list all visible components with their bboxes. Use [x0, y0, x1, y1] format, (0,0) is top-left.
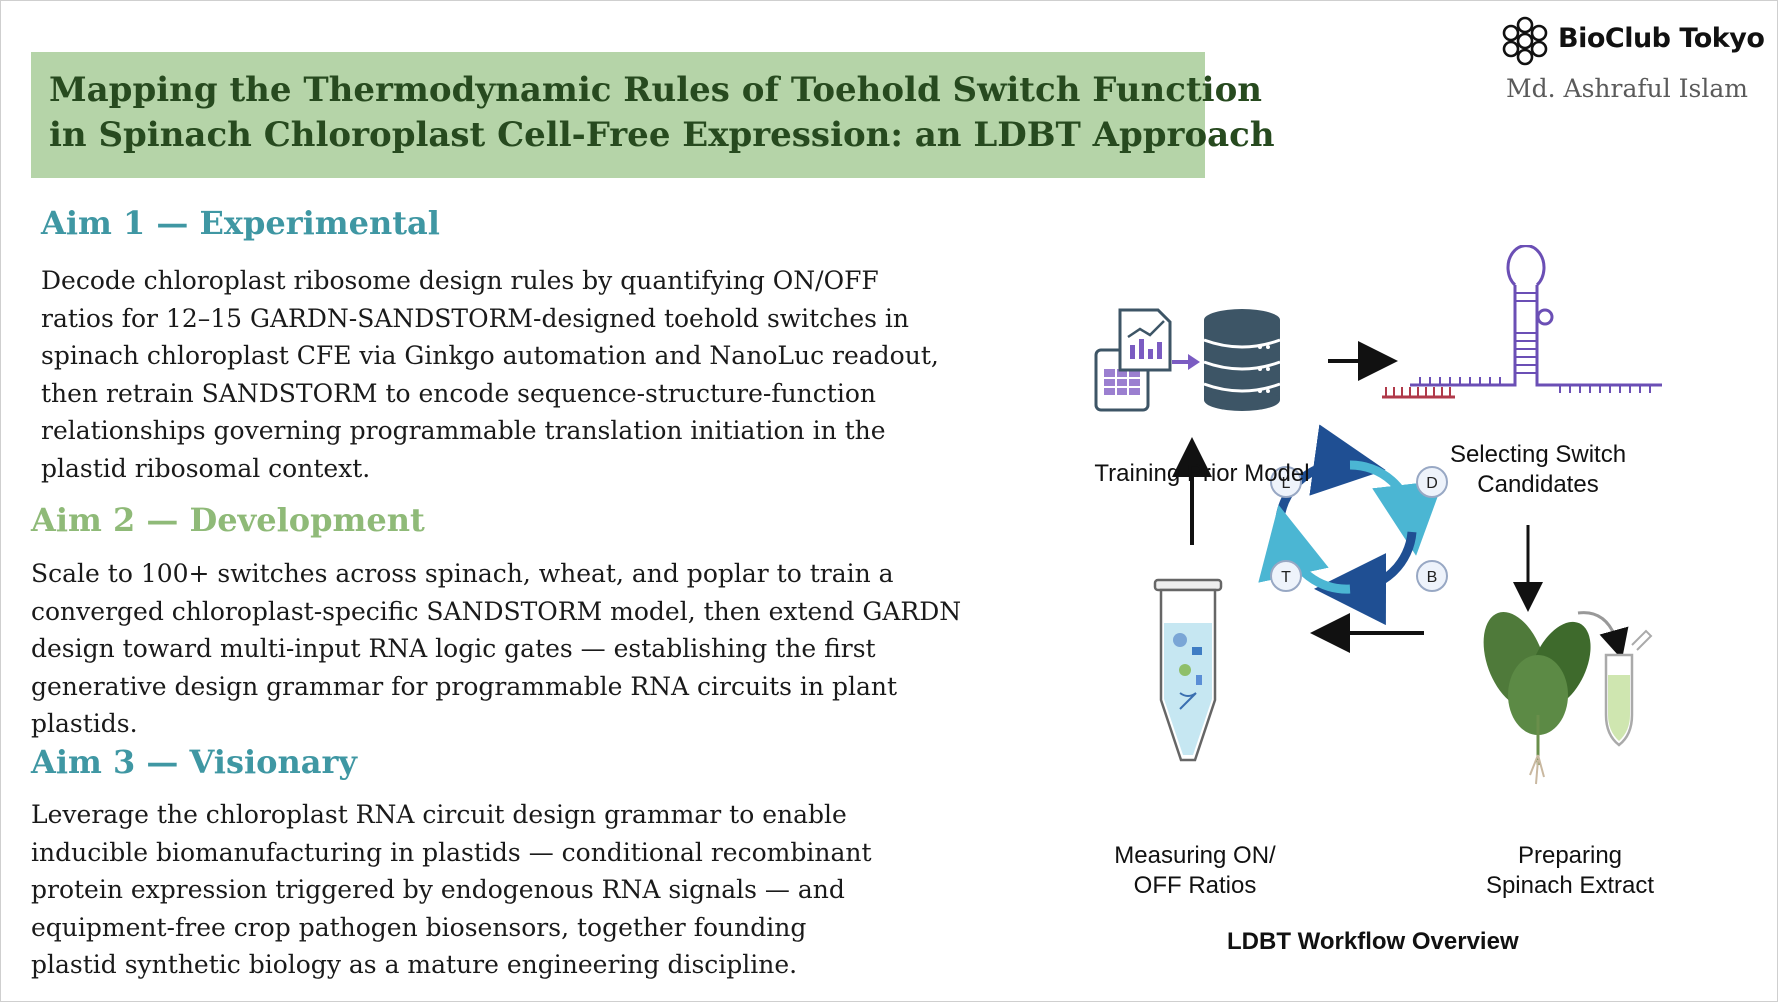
cycle-letter-d: D [1426, 475, 1438, 492]
aim-3-line: equipment-free crop pathogen biosensors,… [31, 912, 807, 942]
step-label-train: Training Prior Model [1072, 459, 1332, 489]
aim-1-line: Decode chloroplast ribosome design rules… [41, 266, 879, 295]
aim-3-line: plastid synthetic biology as a mature en… [31, 950, 798, 980]
cycle-node-d: D [1416, 466, 1448, 498]
step-label-select-line: Selecting Switch [1449, 441, 1627, 468]
step-label-measure-line: Measuring ON/ [1114, 842, 1276, 869]
aim-1-line: relationships governing programmable tra… [41, 416, 886, 446]
workflow-graphics: L D B T [1094, 245, 1662, 785]
brand-name: BioClub Tokyo [1558, 23, 1765, 54]
ldbt-cycle: L D B T [1258, 424, 1448, 626]
title-line-1: Mapping the Thermodynamic Rules of Toeho… [49, 70, 1262, 110]
aim-3-heading: Aim 3 — Visionary [31, 743, 357, 781]
aim-1-line: plastid ribosomal context. [41, 453, 371, 483]
aim-2-body: Scale to 100+ switches across spinach, w… [31, 555, 961, 743]
title-line-2: in Spinach Chloroplast Cell-Free Express… [49, 115, 1275, 155]
aim-3-line: protein expression triggered by endogeno… [31, 875, 845, 905]
aim-1-line: spinach chloroplast CFE via Ginkgo autom… [41, 341, 939, 371]
step-label-prepare-line: Spinach Extract [1485, 872, 1655, 899]
data-database-icon [1094, 308, 1281, 412]
cycle-letter-t: T [1281, 569, 1291, 586]
aim-2-line: design toward multi-input RNA logic gate… [31, 634, 876, 664]
step-label-prepare-line: Preparing [1517, 842, 1623, 869]
aim-1-line: ratios for 12–15 GARDN-SANDSTORM-designe… [41, 303, 909, 333]
aim-2-line: converged chloroplast-specific SANDSTORM… [31, 596, 962, 626]
title-banner: Mapping the Thermodynamic Rules of Toeho… [31, 52, 1275, 178]
cycle-node-l: L [1270, 466, 1302, 498]
aim-3-body: Leverage the chloroplast RNA circuit des… [31, 796, 872, 984]
toehold-switch-rna-icon [1382, 245, 1662, 399]
aim-3-line: Leverage the chloroplast RNA circuit des… [31, 800, 847, 829]
workflow-title: LDBT Workflow Overview [1227, 928, 1519, 955]
step-label-prepare: Preparing Spinach Extract [1455, 841, 1685, 901]
step-label-select: Selecting Switch Candidates [1413, 440, 1663, 500]
aim-3-line: inducible biomanufacturing in plastids —… [31, 837, 872, 867]
step-label-measure: Measuring ON/ OFF Ratios [1080, 841, 1310, 901]
cycle-node-t: T [1270, 560, 1302, 592]
step-label-train-line: Training Prior Model [1094, 460, 1310, 487]
ldbt-workflow-diagram: L D B T Training Prior Model Selecting S… [1060, 245, 1760, 985]
aim-1-line: then retrain SANDSTORM to encode sequenc… [41, 378, 876, 408]
spinach-extract-icon [1483, 611, 1653, 785]
aim-2-line: Scale to 100+ switches across spinach, w… [31, 559, 894, 588]
cycle-letter-l: L [1282, 475, 1291, 492]
step-label-select-line: Candidates [1477, 471, 1599, 498]
brand: BioClub Tokyo [1498, 16, 1765, 66]
bioclub-logo-icon [1502, 16, 1548, 66]
step-label-measure-line: OFF Ratios [1133, 872, 1257, 899]
aim-2-heading: Aim 2 — Development [31, 501, 425, 539]
aim-1-heading: Aim 1 — Experimental [41, 204, 440, 242]
cycle-node-b: B [1416, 560, 1448, 592]
aim-1-body: Decode chloroplast ribosome design rules… [41, 262, 939, 488]
aim-2-line: generative design grammar for programmab… [31, 671, 897, 701]
reaction-tube-icon [1153, 578, 1223, 762]
author-name: Md. Ashraful Islam [1506, 74, 1748, 103]
aim-2-line: plastids. [31, 709, 138, 739]
cycle-letter-b: B [1427, 569, 1438, 586]
